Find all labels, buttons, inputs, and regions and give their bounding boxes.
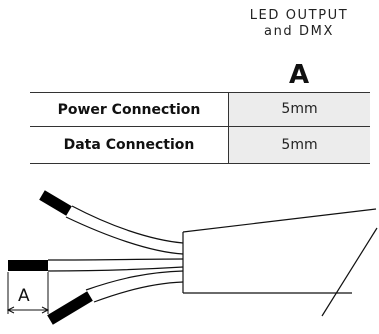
table-top-rule [30, 92, 370, 93]
dimension-marker [6, 272, 50, 314]
sleeve-top-edge [182, 208, 377, 233]
middle-wire-core [8, 260, 48, 271]
lower-wire-core [47, 291, 93, 325]
column-letter: A [288, 60, 310, 90]
power-connection-value: 5mm [229, 93, 370, 126]
data-connection-value: 5mm [229, 127, 370, 163]
column-header: LED OUTPUT and DMX [229, 8, 369, 40]
dimension-label: A [18, 286, 30, 306]
upper-wire [39, 190, 184, 255]
table-row-divider [30, 126, 370, 127]
column-header-line2: and DMX [264, 24, 334, 39]
table-column-divider [228, 92, 229, 164]
table-bottom-rule [30, 163, 370, 164]
sleeve-break-line [321, 227, 378, 317]
power-connection-label: Power Connection [57, 102, 201, 118]
middle-wire [8, 258, 184, 272]
upper-wire-core [39, 190, 72, 216]
column-header-line1: LED OUTPUT [249, 8, 349, 23]
data-connection-label: Data Connection [63, 137, 195, 153]
lower-wire [47, 270, 184, 325]
